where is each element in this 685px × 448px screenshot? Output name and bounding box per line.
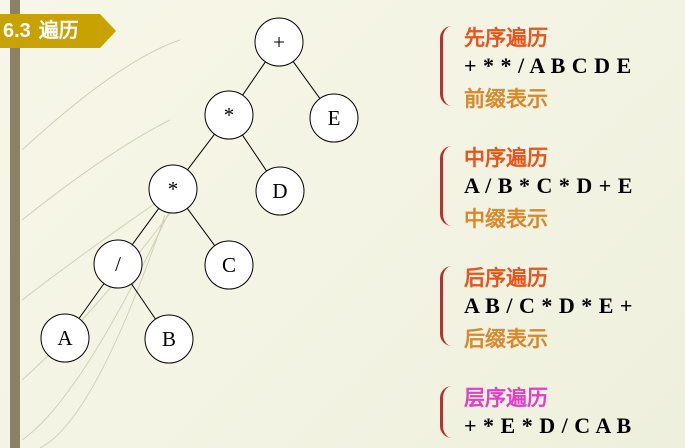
levelorder-group: 层序遍历 + * E * D / C A B: [440, 382, 680, 444]
postorder-title: 后序遍历: [464, 266, 548, 290]
tree-node-circle: [148, 164, 198, 214]
tree-nodes: + * E * D / C A B: [40, 17, 359, 364]
tree-edge-div-A: [78, 283, 105, 319]
tree-node-circle: [309, 93, 359, 143]
tree-node-circle: [255, 166, 305, 216]
decorative-stripe: [10, 0, 20, 448]
postorder-brace: [440, 266, 455, 346]
inorder-title: 中序遍历: [464, 146, 548, 170]
tree-node-div: /: [93, 239, 143, 289]
tree-node-label: /: [115, 252, 121, 276]
inorder-brace: [440, 146, 455, 226]
tree-edge-times_top-times_mid: [187, 133, 215, 171]
tree-edge-div-B: [131, 283, 156, 320]
tree-node-label: *: [168, 177, 179, 201]
tree-node-label: +: [273, 30, 285, 54]
tree-node-E: E: [309, 93, 359, 143]
tree-edges: [78, 61, 321, 320]
preorder-brace: [440, 26, 455, 106]
tree-node-times_mid: *: [148, 164, 198, 214]
tree-node-circle: [204, 240, 254, 290]
preorder-title: 先序遍历: [464, 26, 548, 50]
preorder-group: 先序遍历 + * * / A B C D E 前缀表示: [440, 22, 680, 112]
tree-node-circle: [204, 90, 254, 140]
tree-node-label: A: [57, 326, 73, 350]
section-number: 6.3: [3, 20, 31, 42]
postorder-sequence: A B / C * D * E +: [464, 293, 633, 318]
tree-node-times_top: *: [204, 90, 254, 140]
tree-node-label: *: [224, 103, 235, 127]
inorder-sequence: A / B * C * D + E: [464, 173, 633, 198]
tree-node-D: D: [255, 166, 305, 216]
levelorder-title: 层序遍历: [464, 386, 548, 410]
tree-node-A: A: [40, 313, 90, 363]
tree-edge-times_mid-C: [186, 208, 216, 246]
tree-edge-times_mid-div: [131, 208, 160, 245]
inorder-group: 中序遍历 A / B * C * D + E 中缀表示: [440, 142, 680, 232]
inorder-notation: 中缀表示: [464, 207, 548, 231]
tree-node-label: B: [162, 327, 176, 351]
preorder-sequence: + * * / A B C D E: [464, 53, 632, 78]
preorder-notation: 前缀表示: [464, 87, 548, 111]
section-title: 遍历: [38, 20, 79, 42]
tree-node-circle: [254, 17, 304, 67]
tree-node-label: C: [222, 253, 236, 277]
tree-node-label: D: [272, 179, 287, 203]
tree-edge-times_top-D: [241, 134, 268, 172]
tree-node-circle: [93, 239, 143, 289]
levelorder-sequence: + * E * D / C A B: [464, 413, 632, 438]
tree-edge-plus-times_top: [242, 61, 266, 96]
tree-node-circle: [144, 314, 194, 364]
levelorder-brace: [440, 386, 455, 438]
postorder-notation: 后缀表示: [464, 327, 548, 351]
tree-edge-plus-E: [292, 61, 321, 99]
tree-node-circle: [40, 313, 90, 363]
tree-node-plus: +: [254, 17, 304, 67]
postorder-group: 后序遍历 A B / C * D * E + 后缀表示: [440, 262, 680, 352]
tree-node-label: E: [328, 106, 341, 130]
tree-node-C: C: [204, 240, 254, 290]
section-badge: 6.3 遍历: [0, 14, 116, 48]
tree-node-B: B: [144, 314, 194, 364]
